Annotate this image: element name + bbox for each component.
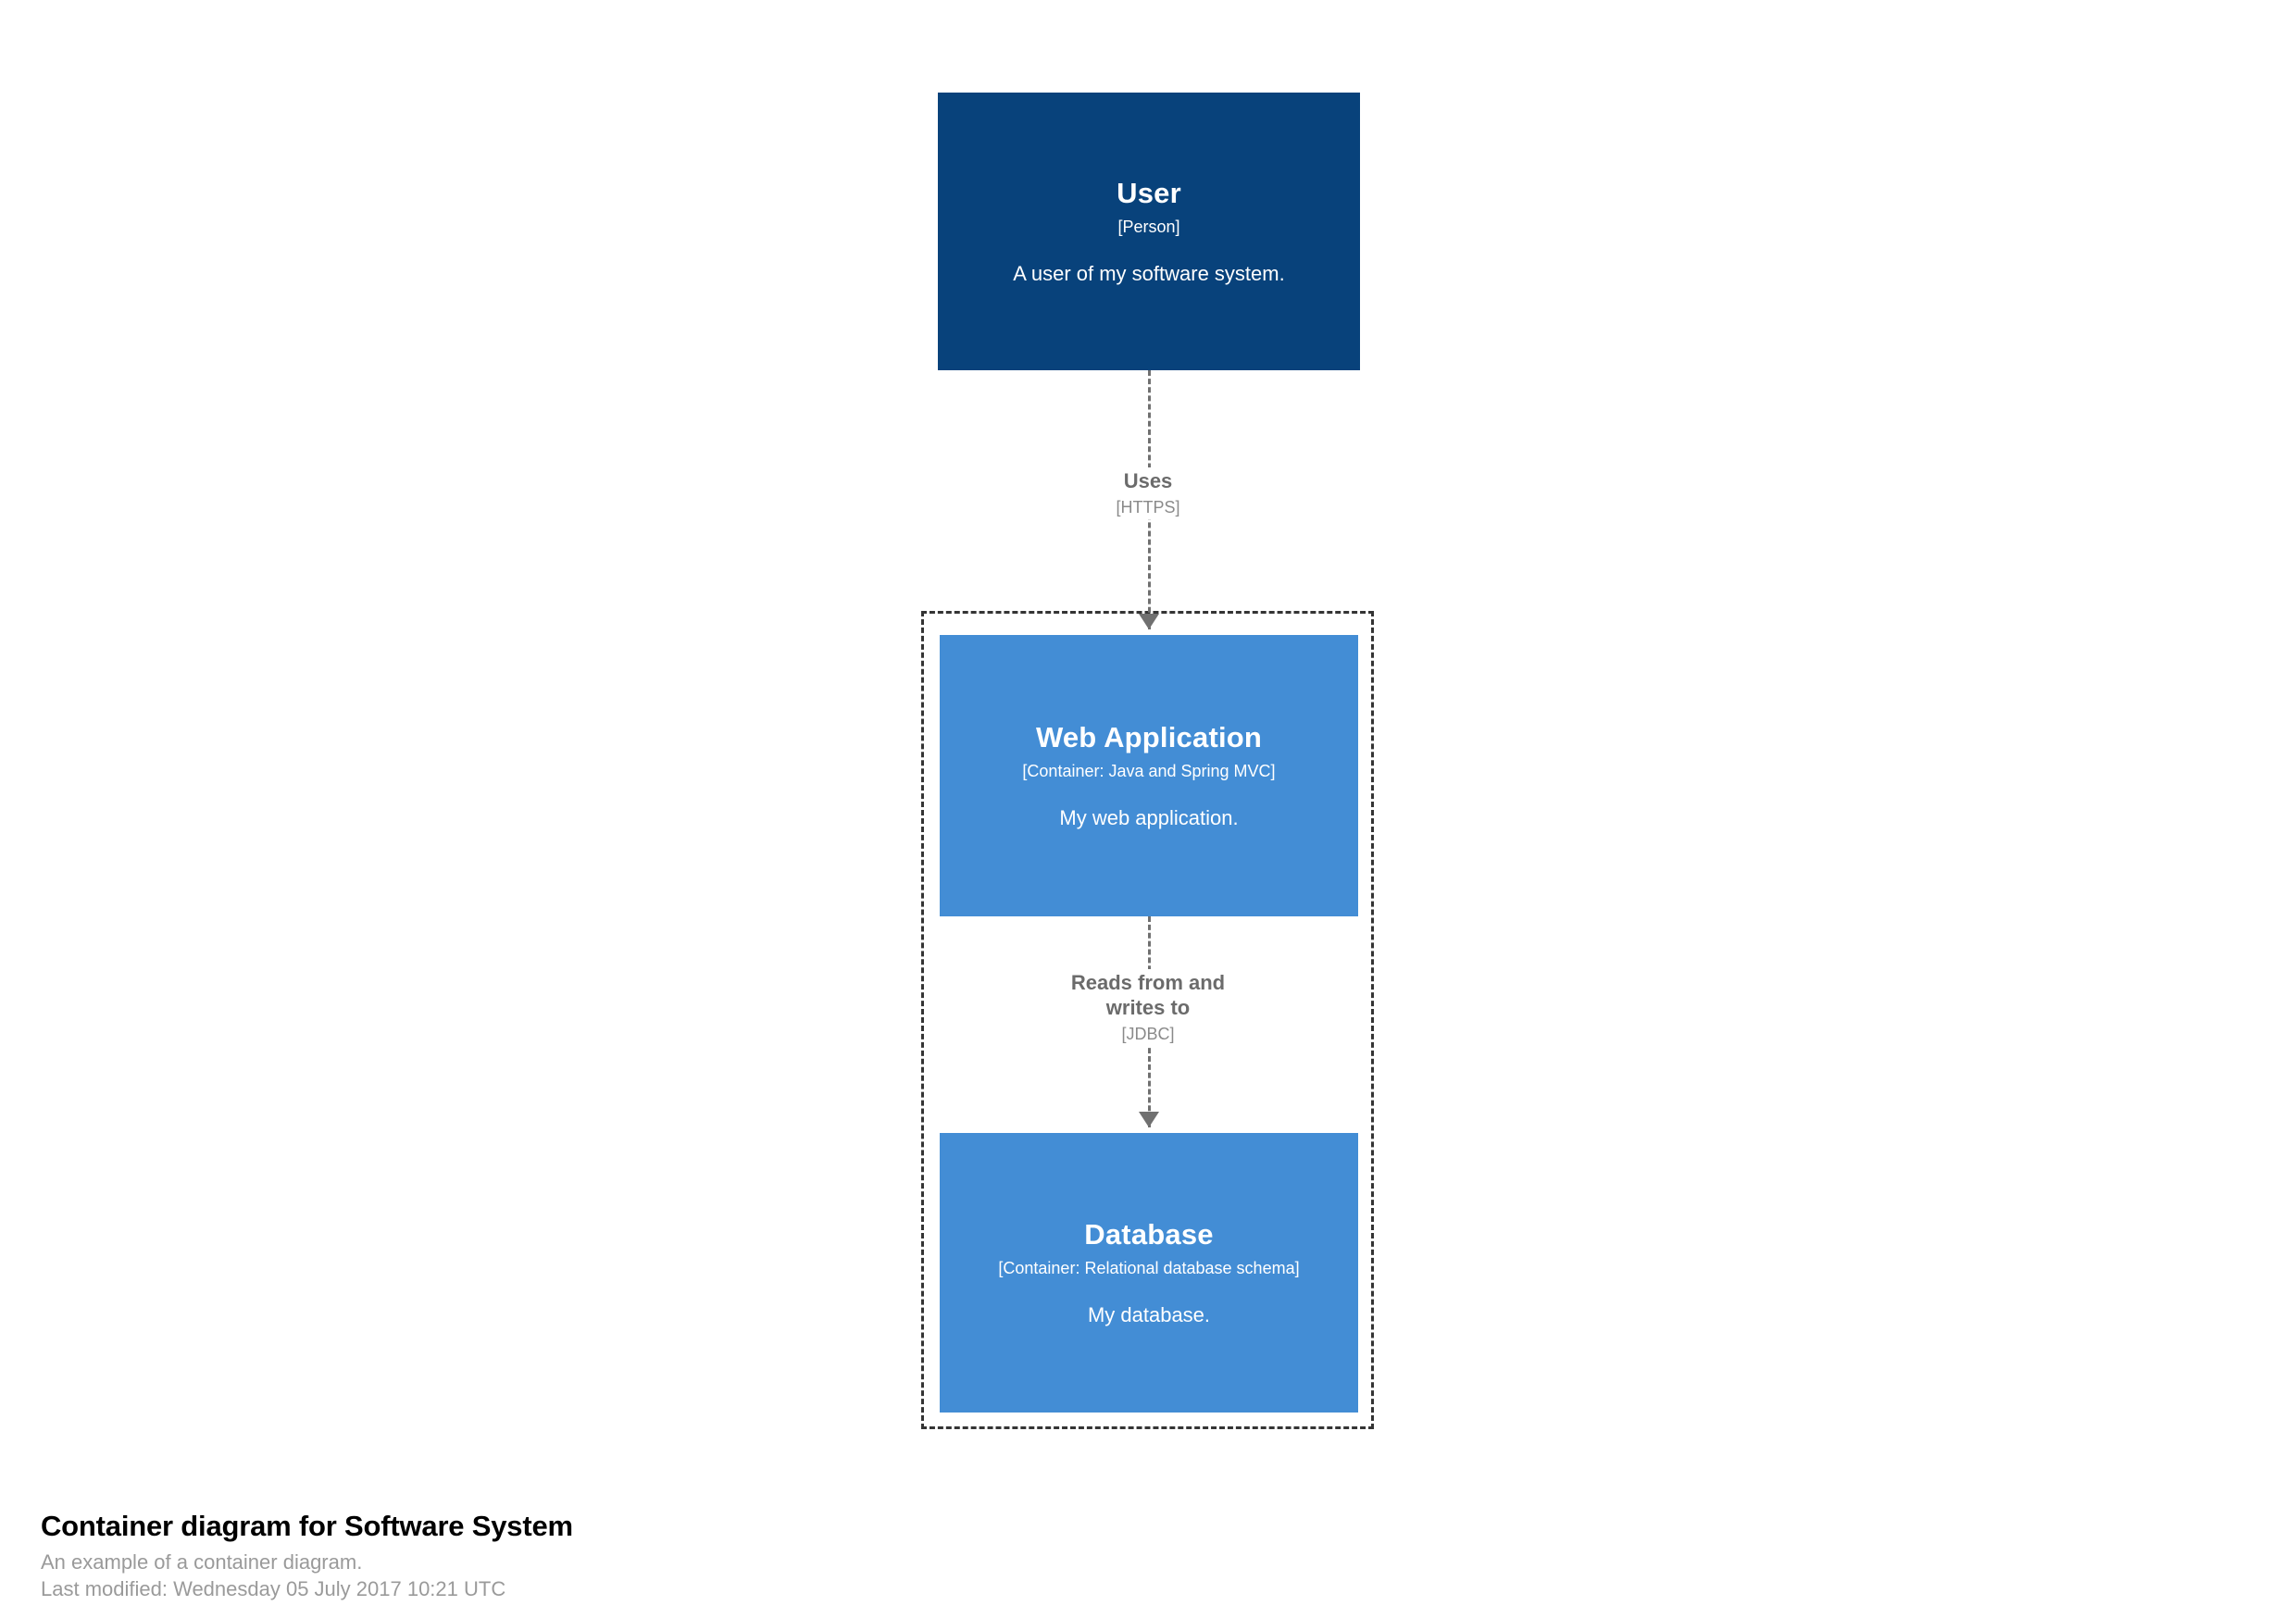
node-web-application-name: Web Application [1035,720,1263,753]
diagram-subtitle: An example of a container diagram. [41,1550,363,1574]
node-user-meta: [Person] [1117,218,1180,237]
node-web-application-meta: [Container: Java and Spring MVC] [1022,762,1276,781]
node-database-description: My database. [1087,1302,1211,1326]
arrowhead-icon [1139,614,1159,629]
node-user[interactable]: User [Person] A user of my software syst… [938,93,1360,370]
node-web-application[interactable]: Web Application [Container: Java and Spr… [940,635,1358,916]
diagram-title: Container diagram for Software System [41,1510,573,1542]
relationship-technology: [JDBC] [1121,1024,1175,1043]
relationship-technology: [HTTPS] [1116,497,1180,517]
diagram-caption: Container diagram for Software System An… [41,1509,1337,1603]
relationship-label: Uses [HTTPS] [1009,467,1287,520]
node-user-name: User [1117,176,1181,209]
relationship-label: Reads from and writes to [JDBC] [1009,969,1287,1047]
relationship-description: Reads from and writes to [1070,971,1226,1019]
arrowhead-icon [1139,1112,1159,1127]
node-database-name: Database [1084,1217,1214,1251]
node-user-description: A user of my software system. [1013,261,1285,285]
relationship-description: Uses [1123,469,1173,492]
diagram-last-modified: Last modified: Wednesday 05 July 2017 10… [41,1577,506,1601]
node-database-meta: [Container: Relational database schema] [998,1259,1300,1278]
node-database[interactable]: Database [Container: Relational database… [940,1133,1358,1413]
node-web-application-description: My web application. [1059,805,1239,829]
